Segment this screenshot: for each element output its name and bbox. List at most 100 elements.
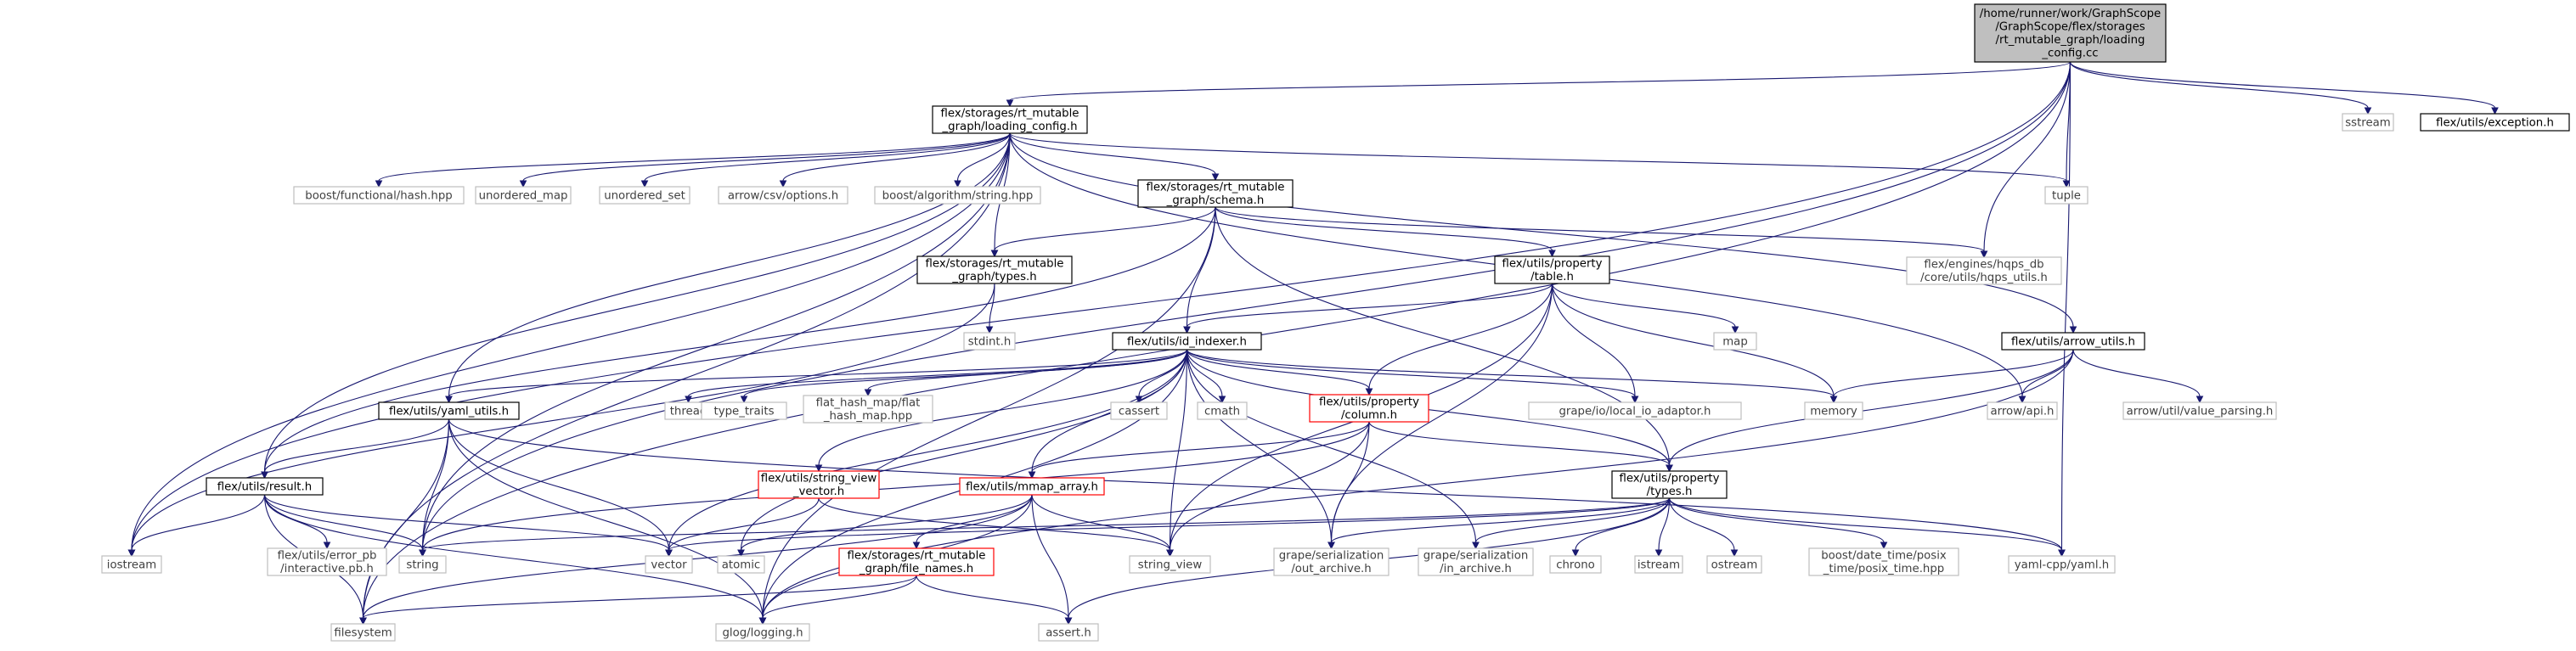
- edge-prop_types-to-istream: [1654, 497, 1671, 558]
- node-tuple: tuple: [2044, 186, 2088, 205]
- node-value-parsing: arrow/util/value_parsing.h: [2122, 401, 2277, 420]
- node-type-traits: type_traits: [701, 401, 787, 420]
- node-cassert: cassert: [1110, 401, 1168, 420]
- node-label-line: yaml-cpp/yaml.h: [2015, 558, 2109, 571]
- node-label-line: /home/runner/work/GraphScope: [1980, 8, 2161, 20]
- node-label-line: flex/utils/property: [1319, 396, 1419, 409]
- node-file-names[interactable]: flex/storages/rt_mutable_graph/file_name…: [838, 547, 995, 576]
- edge-schema_h-to-table_h: [1215, 206, 1556, 258]
- node-label-line: flex/utils/mmap_array.h: [966, 480, 1098, 493]
- node-exception-h[interactable]: flex/utils/exception.h: [2420, 113, 2570, 132]
- node-label-line: cassert: [1119, 405, 1159, 418]
- edge-prop_types-to-string: [419, 497, 1671, 558]
- node-label-line: cmath: [1204, 405, 1240, 418]
- node-label-line: glog/logging.h: [722, 626, 803, 639]
- edge-column_h-to-prop_types: [1368, 421, 1673, 473]
- node-yaml-utils[interactable]: flex/utils/yaml_utils.h: [378, 401, 520, 420]
- node-label-line: _config.cc: [2041, 48, 2098, 60]
- edge-column_h-to-string_view: [1166, 421, 1370, 558]
- node-label-line: string_view: [1138, 558, 1203, 571]
- edge-loading_config_h-to-tuple: [1009, 132, 2071, 188]
- node-label-line: vector: [651, 558, 687, 571]
- node-label-line: unordered_set: [604, 189, 685, 202]
- node-label-line: _graph/loading_config.h: [941, 121, 1077, 133]
- node-label-line: tuple: [2052, 189, 2081, 202]
- edge-root-to-sstream: [2069, 61, 2372, 115]
- node-label-line: flex/storages/rt_mutable: [941, 108, 1079, 121]
- node-hqps-utils: flex/engines/hqps_db/core/utils/hqps_uti…: [1906, 256, 2062, 285]
- edge-column_h-to-mmap_array: [1028, 421, 1370, 480]
- node-error-pb: flex/utils/error_pb/interactive.pb.h: [267, 547, 387, 576]
- node-types-h-graph[interactable]: flex/storages/rt_mutable_graph/types.h: [916, 255, 1073, 284]
- edge-file_names-to-assert_h: [916, 575, 1073, 626]
- node-unordered-map: unordered_map: [475, 186, 572, 205]
- node-prop-types[interactable]: flex/utils/property/types.h: [1611, 470, 1728, 499]
- edge-arrow_utils-to-value_parsing: [2072, 349, 2204, 404]
- edge-root-to-yaml_cpp: [2058, 61, 2072, 558]
- edge-arrow_utils-to-glog: [758, 349, 2074, 626]
- edge-table_h-to-map: [1551, 283, 1739, 334]
- node-column-h[interactable]: flex/utils/property/column.h: [1309, 394, 1429, 423]
- node-label-line: /interactive.pb.h: [280, 563, 374, 575]
- node-label-line: _hash_map.hpp: [823, 410, 912, 423]
- edge-loading_config_h-to-boost_hash: [375, 132, 1011, 188]
- edge-id_indexer-to-yaml_utils: [445, 349, 1188, 404]
- node-label-line: /rt_mutable_graph/loading: [1996, 34, 2145, 47]
- node-label-line: /table.h: [1530, 271, 1574, 283]
- edge-prop_types-to-posix_time: [1668, 497, 1888, 550]
- edge-id_indexer-to-flat_hash_map: [864, 349, 1188, 397]
- node-layer: /home/runner/work/GraphScope/GraphScope/…: [101, 3, 2570, 642]
- edge-mmap_array-to-string_view: [1031, 494, 1174, 558]
- edge-id_indexer-to-memory: [1186, 349, 1838, 404]
- node-result-h[interactable]: flex/utils/result.h: [206, 477, 324, 496]
- node-label-line: arrow/util/value_parsing.h: [2127, 405, 2274, 418]
- node-glog: glog/logging.h: [715, 623, 810, 642]
- node-stdint: stdint.h: [963, 332, 1016, 351]
- node-vector: vector: [645, 555, 693, 574]
- node-label-line: flex/utils/property: [1502, 258, 1602, 271]
- edge-yaml_utils-to-result_h: [261, 418, 450, 480]
- edge-id_indexer-to-thread: [685, 349, 1188, 404]
- edge-prop_types-to-out_archive: [1327, 497, 1671, 550]
- node-cmath: cmath: [1197, 401, 1248, 420]
- node-root[interactable]: /home/runner/work/GraphScope/GraphScope/…: [1974, 3, 2167, 63]
- node-label-line: flex/utils/id_indexer.h: [1127, 335, 1247, 348]
- edge-file_names-to-filesystem: [359, 575, 917, 626]
- node-arrow-csv: arrow/csv/options.h: [718, 186, 848, 205]
- node-label-line: /GraphScope/flex/storages: [1995, 21, 2145, 34]
- node-out-archive: grape/serialization/out_archive.h: [1273, 547, 1389, 576]
- node-table-h[interactable]: flex/utils/property/table.h: [1494, 255, 1610, 284]
- node-string-view-vector[interactable]: flex/utils/string_view_vector.h: [758, 470, 880, 499]
- edge-table_h-to-id_indexer: [1183, 283, 1553, 334]
- node-label-line: flex/utils/yaml_utils.h: [389, 405, 509, 418]
- node-label-line: grape/serialization: [1423, 550, 1529, 563]
- node-boost-algo: boost/algorithm/string.hpp: [874, 186, 1041, 205]
- edge-root-to-hqps_utils: [1980, 61, 2072, 259]
- node-label-line: grape/serialization: [1279, 550, 1384, 563]
- node-label-line: flex/storages/rt_mutable: [926, 258, 1064, 271]
- node-thread: thread: [664, 401, 713, 420]
- node-schema-h[interactable]: flex/storages/rt_mutable_graph/schema.h: [1137, 179, 1294, 208]
- node-mmap-array[interactable]: flex/utils/mmap_array.h: [959, 477, 1105, 496]
- node-label-line: boost/functional/hash.hpp: [305, 189, 452, 202]
- edge-id_indexer-to-local_io: [1186, 349, 1639, 404]
- node-string-view: string_view: [1129, 555, 1211, 574]
- edge-prop_types-to-chrono: [1571, 497, 1671, 558]
- node-string: string: [398, 555, 447, 574]
- node-label-line: string: [406, 558, 438, 571]
- edge-yaml_utils-to-yaml_cpp: [448, 418, 2066, 558]
- edge-result_h-to-vector: [263, 494, 673, 558]
- node-label-line: ostream: [1711, 558, 1758, 571]
- edge-mmap_array-to-assert_h: [1031, 494, 1073, 626]
- node-label-line: arrow/csv/options.h: [728, 189, 838, 202]
- node-sstream: sstream: [2342, 113, 2394, 132]
- node-label-line: flat_hash_map/flat: [816, 397, 921, 410]
- node-label-line: flex/utils/arrow_utils.h: [2011, 335, 2135, 348]
- edge-loading_config_h-to-unordered_map: [519, 132, 1011, 188]
- node-label-line: boost/algorithm/string.hpp: [882, 189, 1034, 202]
- node-arrow-utils[interactable]: flex/utils/arrow_utils.h: [2001, 332, 2145, 351]
- node-label-line: filesystem: [334, 626, 392, 639]
- node-id-indexer[interactable]: flex/utils/id_indexer.h: [1112, 332, 1262, 351]
- node-loading-config-h[interactable]: flex/storages/rt_mutable_graph/loading_c…: [932, 105, 1088, 134]
- edge-loading_config_h-to-schema_h: [1009, 132, 1220, 182]
